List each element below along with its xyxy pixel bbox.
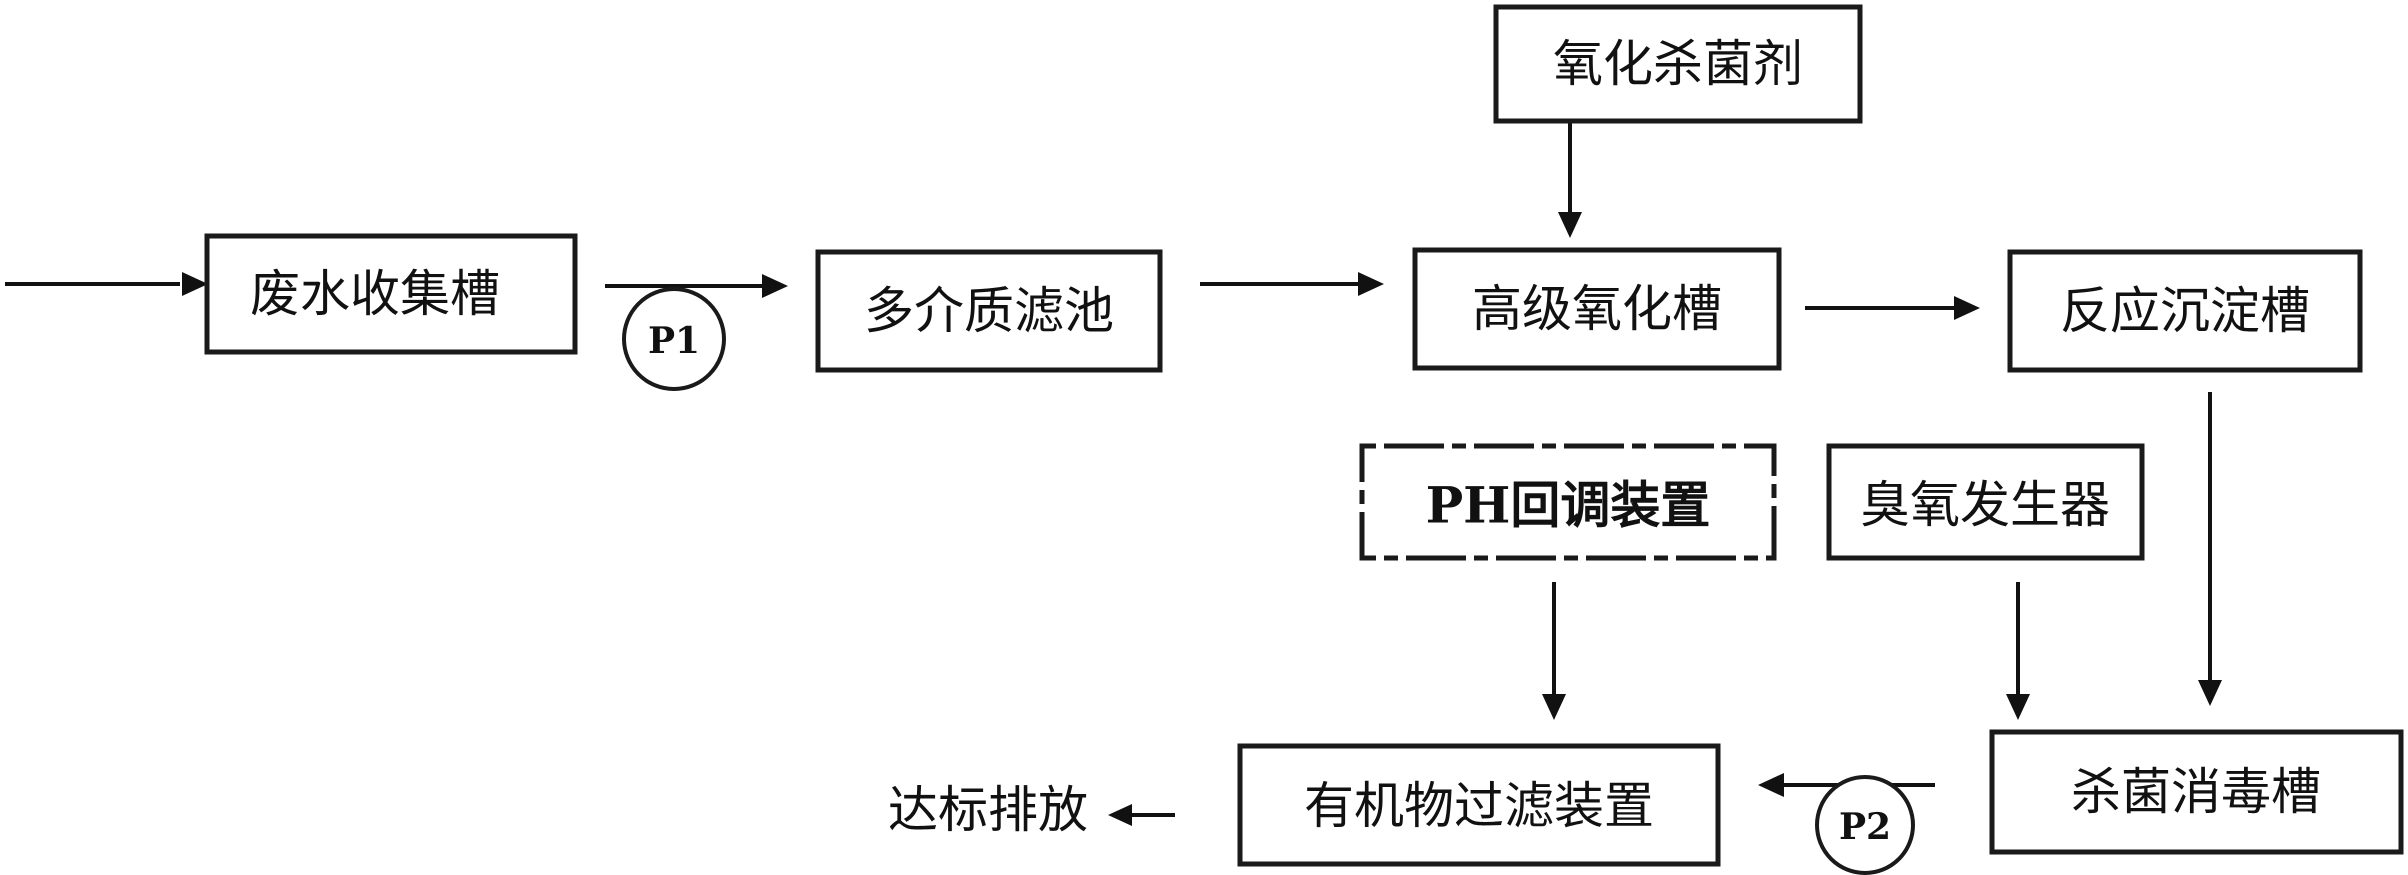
oxidant-to-oxidation-arrowhead [1558,212,1582,238]
oxidant-box: 氧化杀菌剂 [1493,4,1863,124]
oxidant-label: 氧化杀菌剂 [1553,35,1803,93]
pump-p2: P2 [1815,775,1915,875]
settling-to-disinfection-arrowhead [2198,680,2222,706]
process-boxes: 氧化杀菌剂 废水收集槽 多介质滤池 高级氧化槽 反应沉淀槽 PH回调装置 臭氧发… [204,4,2404,867]
ph-adjustment-label: PH回调装置 [1426,476,1711,535]
advanced-oxidation-tank-box: 高级氧化槽 [1412,247,1782,371]
collection-to-filter-arrowhead [762,274,788,298]
ph-adjustment-box: PH回调装置 [1359,443,1777,561]
reaction-settling-tank-label: 反应沉淀槽 [2060,282,2310,340]
pump-p2-label: P2 [1839,806,1891,848]
discharge-label: 达标排放 [888,781,1088,839]
oxidation-to-settling-arrowhead [1954,296,1980,320]
organic-filter-label: 有机物过滤装置 [1304,777,1654,835]
reaction-settling-tank-box: 反应沉淀槽 [2007,249,2363,373]
pump-p1: P1 [622,287,726,391]
inlet-arrowhead [182,272,208,296]
multimedia-filter-box: 多介质滤池 [815,249,1163,373]
multimedia-filter-label: 多介质滤池 [864,282,1114,340]
advanced-oxidation-tank-label: 高级氧化槽 [1472,280,1722,338]
filter-to-oxidation-arrowhead [1358,272,1384,296]
organic-filter-box: 有机物过滤装置 [1237,743,1721,867]
organic-filter-to-discharge-arrowhead [1108,804,1132,826]
disinfection-tank-box: 杀菌消毒槽 [1989,729,2404,855]
disinfection-tank-label: 杀菌消毒槽 [2071,763,2321,821]
ph-to-organic-filter-arrowhead [1542,694,1566,720]
ozone-to-disinfection-arrowhead [2006,694,2030,720]
disinfection-to-organic-filter-arrowhead [1758,773,1784,797]
pump-p1-label: P1 [648,320,700,362]
collection-tank-label: 废水收集槽 [250,265,500,323]
ozone-generator-label: 臭氧发生器 [1860,476,2110,534]
ozone-generator-box: 臭氧发生器 [1826,443,2145,561]
pumps: P1 P2 [622,287,1915,875]
collection-tank-box: 废水收集槽 [204,233,578,355]
pump-p1-circle [622,287,726,391]
pump-p2-circle [1815,775,1915,875]
